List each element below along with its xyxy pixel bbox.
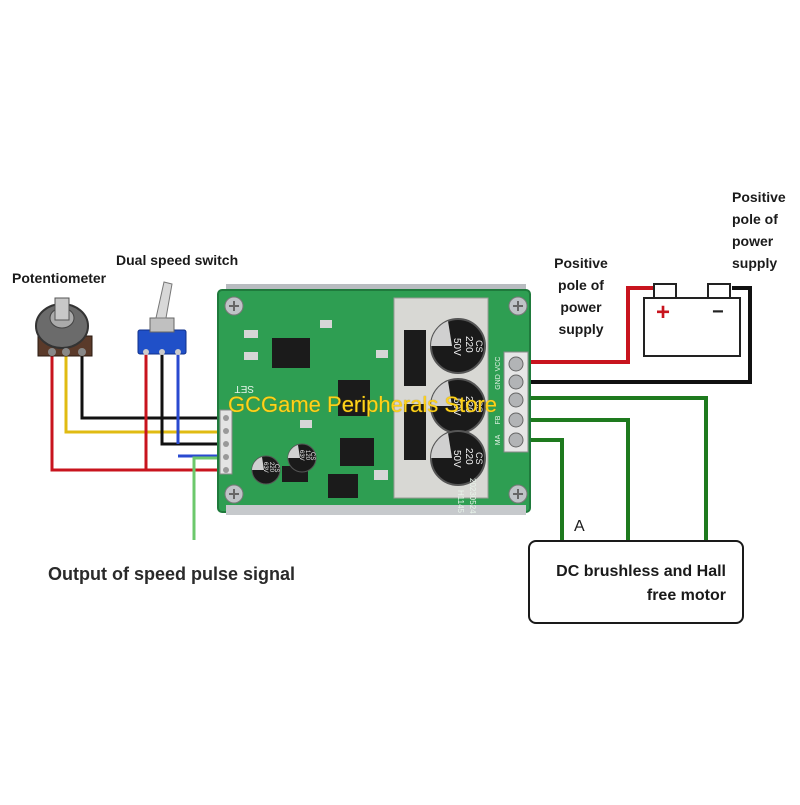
mounting-screw	[508, 484, 528, 504]
label-line: pole of	[732, 211, 778, 227]
ic-chip	[328, 474, 358, 498]
motor-terminal-label: A	[574, 518, 585, 535]
smd-part	[320, 320, 332, 328]
capacitor-series: CS	[474, 340, 484, 353]
mounting-screw	[224, 296, 244, 316]
label-line: supply	[732, 255, 778, 271]
dual-speed-switch	[137, 281, 187, 355]
right-terminal-block	[503, 351, 529, 453]
ic-chip	[404, 330, 426, 386]
capacitor-series: CS	[474, 400, 484, 413]
label-output-speed-pulse: Output of speed pulse signal	[48, 564, 296, 584]
terminal-pin-label: GND	[495, 374, 502, 390]
ic-chip	[404, 404, 426, 460]
battery-minus: −	[712, 301, 724, 323]
wire-motor-1	[520, 396, 708, 540]
capacitor-value: 220	[463, 336, 474, 353]
ic-chip	[340, 438, 374, 466]
wire-pot-black	[80, 352, 226, 420]
potentiometer	[35, 297, 93, 357]
smd-part	[300, 420, 312, 428]
label-line: supply	[558, 321, 604, 337]
wire-power-black	[520, 286, 752, 384]
capacitor-voltage: 50V	[451, 338, 462, 356]
smd-part	[376, 350, 388, 358]
motor-label-line: DC brushless and Hall	[556, 563, 726, 580]
small-capacitor-voltage: 63V	[298, 450, 304, 461]
label-positive-pole-2: Positive pole of power supply	[732, 186, 798, 274]
ic-chip	[272, 338, 310, 368]
motor-label: DC brushless and Hall free motor	[530, 560, 726, 608]
capacitor-voltage: 50V	[451, 398, 462, 416]
small-capacitor-value: 120	[304, 450, 310, 461]
wire-power-red	[520, 286, 660, 364]
wire-motor-2	[520, 418, 630, 540]
capacitor-series: CS	[474, 452, 484, 465]
terminal-pin-labels: VCC GND FB MA	[495, 357, 502, 446]
label-line: Positive	[554, 255, 608, 271]
label-potentiometer: Potentiometer	[12, 270, 107, 286]
store-watermark: GCGame Peripherals Store	[228, 392, 497, 417]
capacitor-value: 220	[463, 448, 474, 465]
motor-box: DC brushless and Hall free motor	[528, 540, 744, 624]
label-line: pole of	[558, 277, 604, 293]
left-pin-header	[219, 409, 233, 475]
small-capacitor-voltage: 63V	[262, 462, 268, 473]
small-capacitor-series: CS	[273, 464, 279, 472]
label-positive-pole-1: Positive pole of power supply	[540, 252, 622, 340]
label-line: Positive	[732, 189, 786, 205]
smd-part	[244, 330, 258, 338]
mounting-screw	[224, 484, 244, 504]
terminal-pin-label: VCC	[495, 357, 502, 372]
label-line: power	[732, 233, 774, 249]
smd-part	[244, 352, 258, 360]
label-dual-speed-switch: Dual speed switch	[116, 252, 239, 268]
terminal-pin-label: FB	[495, 415, 502, 424]
small-capacitor-value: 220	[268, 462, 274, 473]
motor-label-line: free motor	[646, 587, 726, 604]
wire-switch-black	[160, 352, 226, 446]
pcb-part-code: H1145	[456, 490, 465, 514]
wire-pot-red	[50, 352, 226, 472]
wire-motor-3	[520, 438, 564, 540]
battery-plus: +	[656, 299, 670, 326]
battery-symbol: + −	[643, 283, 741, 357]
terminal-pin-label: MA	[495, 434, 502, 445]
label-line: power	[560, 299, 602, 315]
pcb-date-code: 20230524	[468, 478, 477, 514]
ic-chip	[338, 380, 370, 416]
capacitor-voltage: 50V	[451, 450, 462, 468]
small-capacitor-series: CS	[309, 452, 315, 460]
wire-output-pulse	[192, 456, 226, 540]
wire-pot-yellow	[64, 352, 226, 434]
mounting-screw	[508, 296, 528, 316]
pcb-set-marking: SET	[235, 383, 254, 394]
smd-part	[374, 470, 388, 480]
capacitor-value: 220	[463, 396, 474, 413]
